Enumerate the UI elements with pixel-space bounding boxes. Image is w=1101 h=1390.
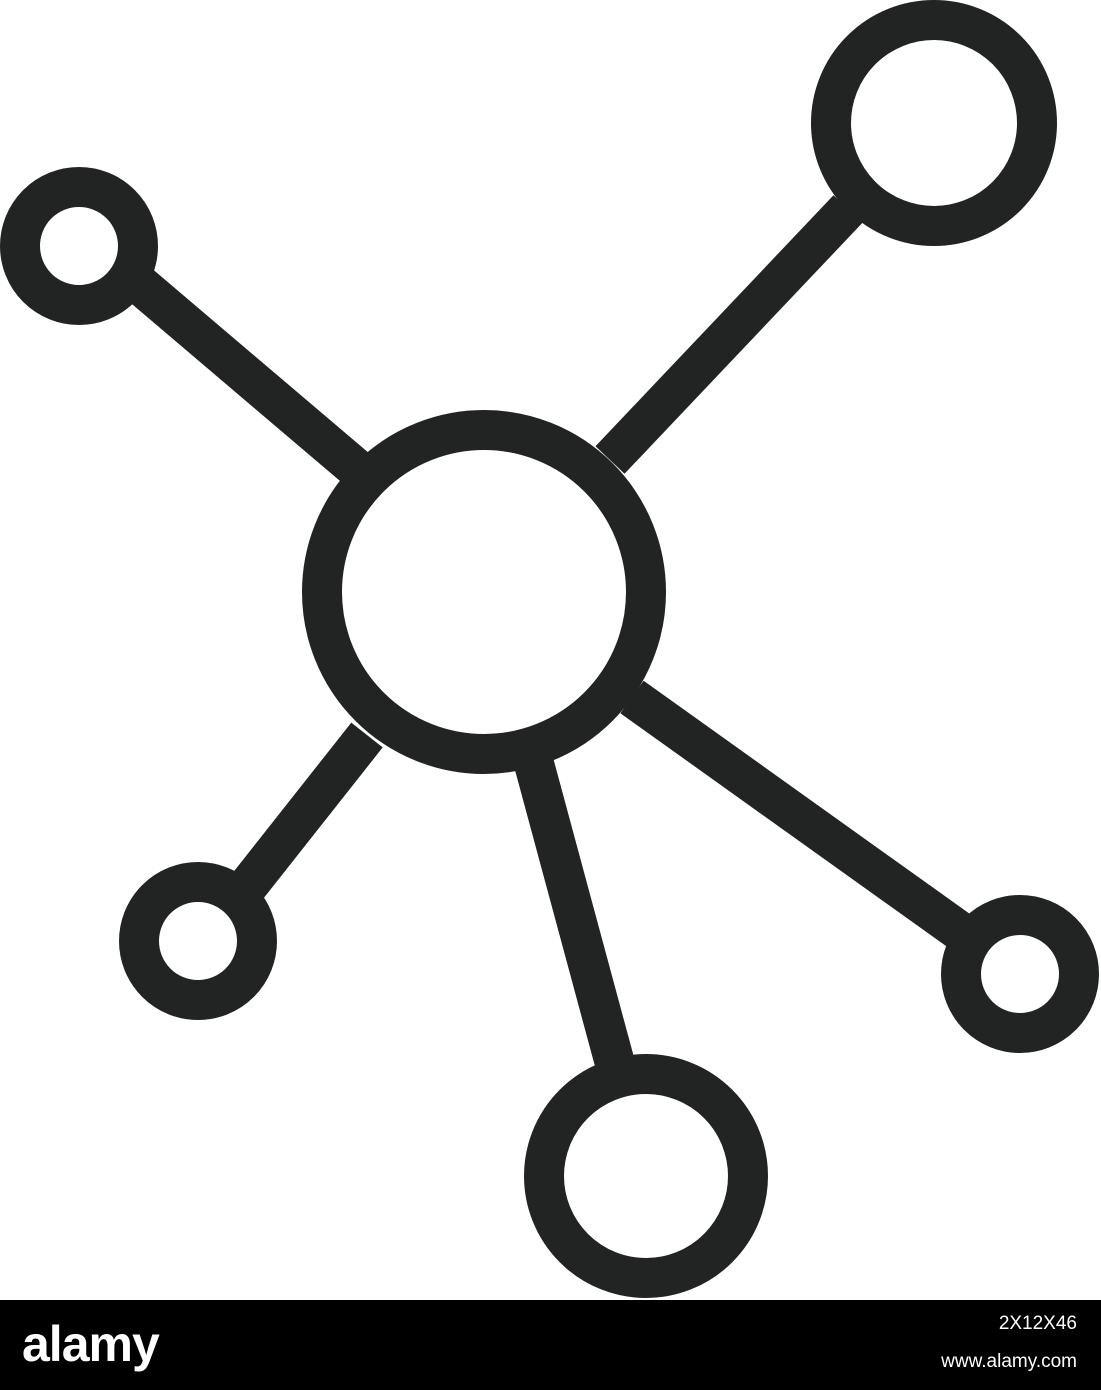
center-node: [302, 410, 666, 774]
node-bottom-right: [941, 895, 1099, 1053]
node-top-left: [0, 167, 158, 325]
network-icon-canvas: [0, 0, 1101, 1300]
watermark-footer-bar: alamy 2X12X46 www.alamy.com: [0, 1300, 1101, 1390]
alamy-logo: alamy: [22, 1316, 160, 1372]
node-top-right: [811, 0, 1057, 246]
connector-top-right: [595, 195, 863, 474]
network-hub-icon: [0, 0, 1099, 1298]
connector-bottom-right: [620, 680, 970, 947]
image-id-label: 2X12X46: [998, 1313, 1077, 1334]
node-bottom-middle: [524, 1054, 768, 1298]
connector-top-left: [125, 267, 371, 486]
site-url-label: www.alamy.com: [941, 1351, 1077, 1372]
node-bottom-left: [119, 862, 277, 1020]
connector-bottom-middle: [513, 754, 634, 1066]
connector-bottom-left: [231, 722, 383, 900]
